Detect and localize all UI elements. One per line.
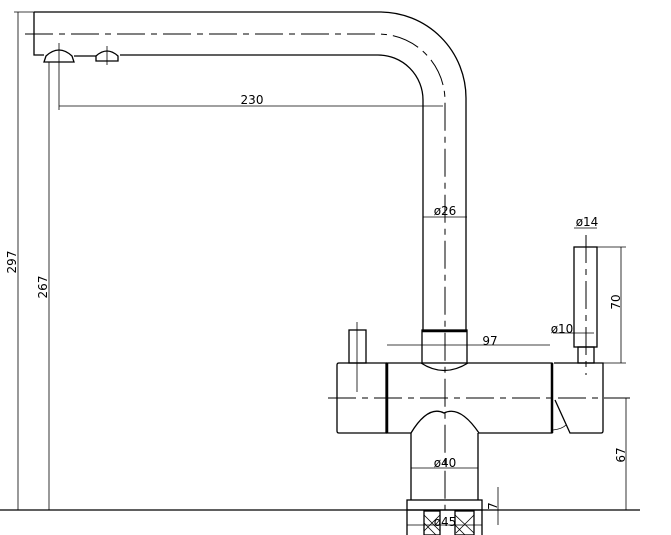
dim-spout-diameter: ø26 [434, 204, 457, 218]
left-button [348, 329, 367, 364]
secondary-outlet [95, 50, 119, 62]
dim-spout-reach: 230 [241, 93, 264, 107]
dim-handle-stem-diameter: ø10 [551, 322, 574, 336]
dim-flange-thickness: 7 [486, 502, 500, 510]
dim-spout-height: 267 [36, 276, 50, 299]
spout [25, 11, 467, 510]
dim-handle-length: 70 [609, 294, 623, 309]
dim-mount-diameter: ø45 [434, 515, 457, 529]
base-flange [406, 499, 483, 511]
dim-overall-height: 297 [5, 251, 19, 274]
dim-handle-diameter: ø14 [576, 215, 599, 229]
dimension-lines [14, 11, 627, 526]
dim-body-length: 97 [482, 334, 497, 348]
dim-body-height: 67 [614, 447, 628, 462]
tap-body [328, 235, 630, 535]
dim-base-diameter: ø40 [434, 456, 457, 470]
aerator-outlet [43, 49, 75, 63]
mounting-hatch [406, 510, 483, 535]
